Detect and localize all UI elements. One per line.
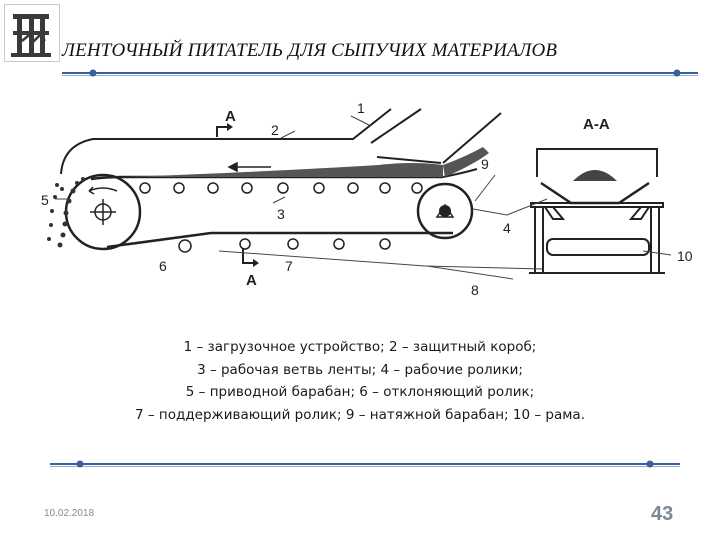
- callout-8: 8: [471, 282, 479, 298]
- section-mark-top: А: [225, 108, 236, 125]
- caption-line: 5 – приводной барабан; 6 – отклоняющий р…: [185, 384, 535, 400]
- callout-5: 5: [41, 192, 49, 208]
- callout-6: 6: [159, 258, 167, 274]
- callout-4: 4: [503, 220, 511, 236]
- callout-10: 10: [677, 248, 693, 264]
- top-divider: [62, 69, 698, 77]
- frame-right-post: [650, 206, 660, 274]
- callout-2: 2: [271, 122, 279, 138]
- bottom-divider: [50, 460, 680, 468]
- deflection-roller: [178, 239, 192, 253]
- caption-line: 3 – рабочая ветвь ленты; 4 – рабочие рол…: [197, 361, 523, 378]
- section-view: [529, 148, 665, 274]
- section-mark-bottom: А: [246, 272, 257, 289]
- logo: [4, 4, 60, 62]
- return-roller: [546, 238, 650, 256]
- divider-dot-left-icon: [89, 69, 97, 77]
- divider-dot-right-icon: [646, 460, 654, 468]
- slide-title: ЛЕНТОЧНЫЙ ПИТАТЕЛЬ ДЛЯ СЫПУЧИХ МАТЕРИАЛО…: [62, 40, 558, 61]
- section-bulk-material: [573, 170, 617, 181]
- loading-device: [442, 112, 502, 164]
- figure-caption: 1 – загрузочное устройство; 2 – защитный…: [60, 336, 660, 426]
- belt-working-branch: [90, 175, 443, 181]
- caption-line: 7 – поддерживающий ролик; 9 – натяжной б…: [135, 406, 585, 423]
- logo-emblem-icon: [11, 14, 51, 57]
- callout-1: 1: [357, 100, 365, 116]
- belt-feeder-diagram: А А А-А 1 2 3 4 5 6 7 8 9 10: [33, 91, 706, 303]
- section-view-title: А-А: [583, 116, 610, 133]
- callout-3: 3: [277, 206, 285, 222]
- protective-housing: [60, 108, 392, 175]
- tension-drum: [416, 182, 474, 240]
- frame-left-post: [534, 206, 544, 274]
- callout-9: 9: [481, 156, 489, 172]
- divider-dot-right-icon: [673, 69, 681, 77]
- caption-line: 1 – загрузочное устройство; 2 – защитный…: [183, 339, 537, 355]
- callout-7: 7: [285, 258, 293, 274]
- working-rollers: [139, 182, 423, 194]
- divider-dot-left-icon: [76, 460, 84, 468]
- bulk-material: [47, 147, 489, 248]
- page-number: 43: [651, 503, 674, 525]
- slide-date: 10.02.2018: [44, 508, 95, 519]
- belt-return-branch: [106, 231, 453, 249]
